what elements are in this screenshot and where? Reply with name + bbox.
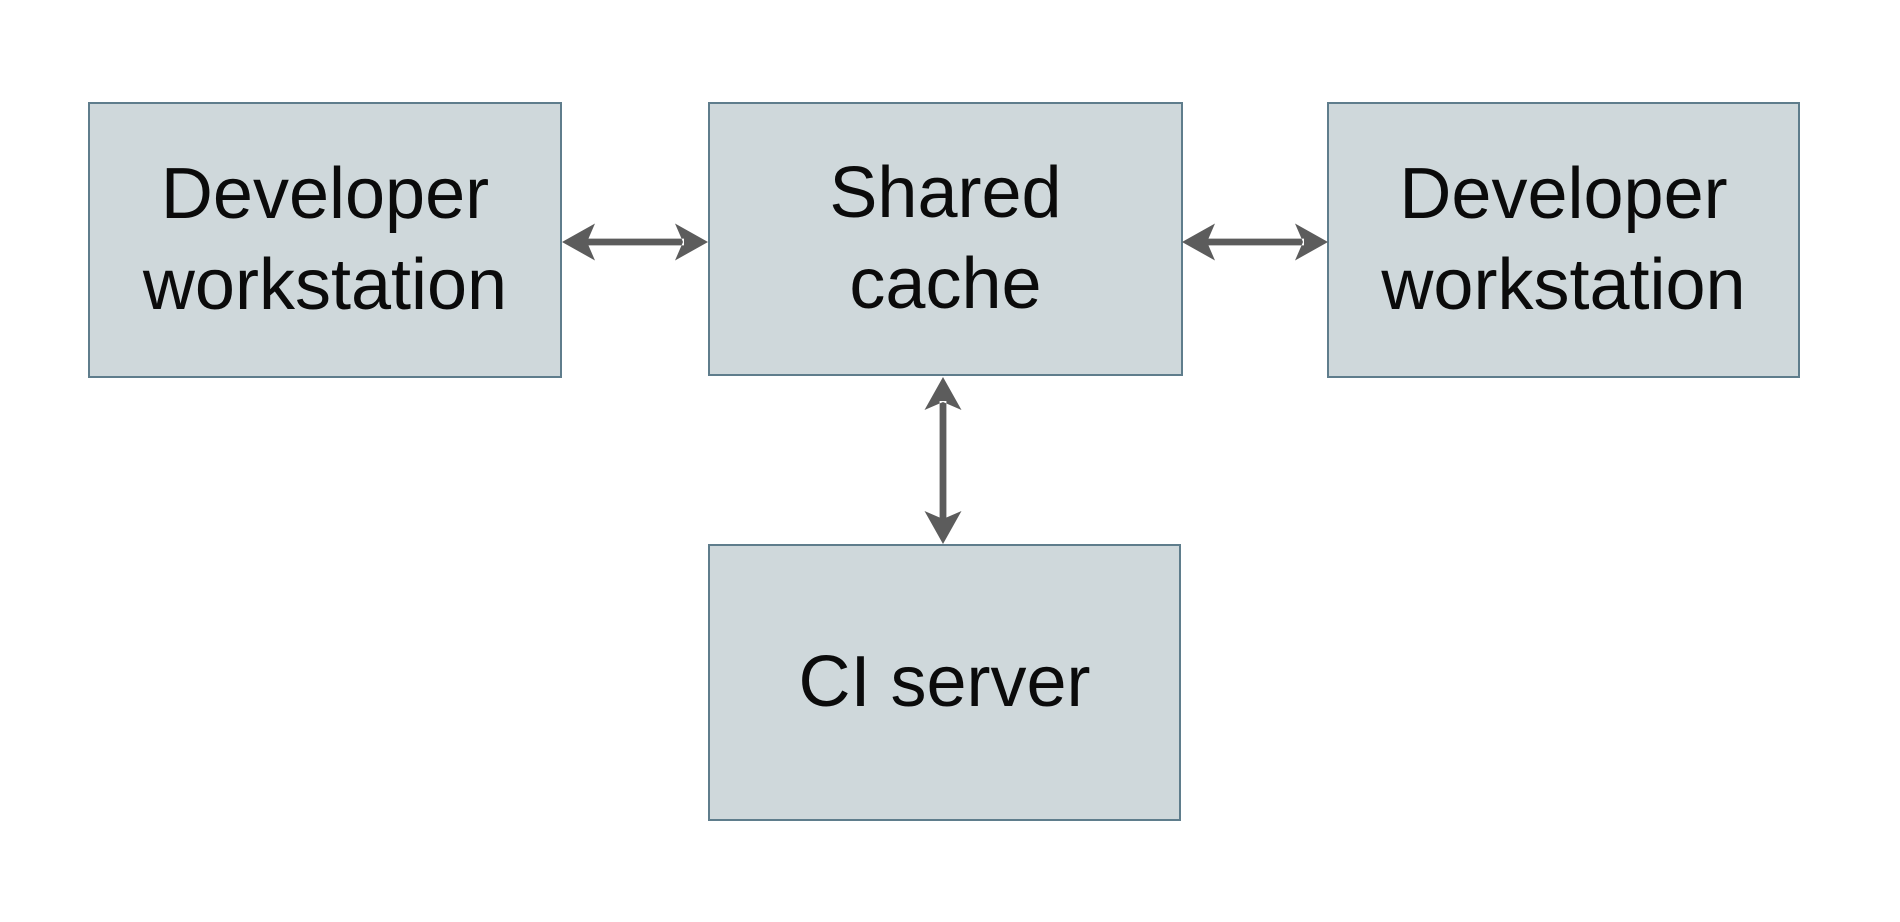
bidirectional-arrow-icon-cache-devright (1182, 218, 1328, 266)
node-shared-cache: Shared cache (708, 102, 1183, 376)
node-developer-workstation-right: Developer workstation (1327, 102, 1800, 378)
node-ci-server: CI server (708, 544, 1181, 821)
bidirectional-arrow-icon-cache-ciserver (919, 377, 967, 544)
node-developer-workstation-left-label: Developer workstation (142, 154, 508, 325)
node-ci-server-label: CI server (798, 642, 1091, 723)
node-developer-workstation-right-label: Developer workstation (1381, 154, 1746, 325)
node-developer-workstation-left: Developer workstation (88, 102, 562, 378)
node-shared-cache-label: Shared cache (829, 153, 1062, 324)
bidirectional-arrow-icon-devleft-cache (562, 218, 708, 266)
